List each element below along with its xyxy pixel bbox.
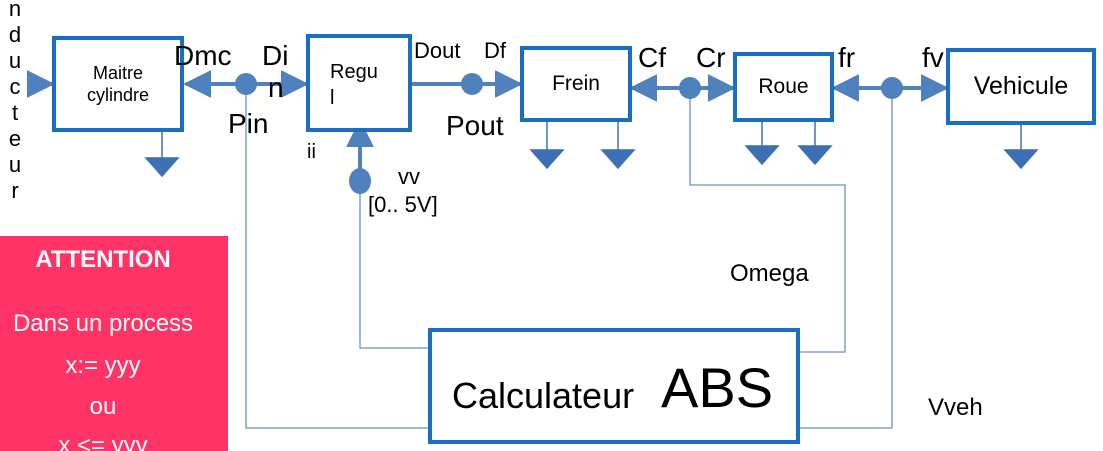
vehicule-label: Vehicule [973,72,1069,100]
attention-callout: ATTENTION Dans un process x:= yyy ou x <… [0,236,228,451]
fv-label: fv [922,42,944,73]
fv-node [881,77,903,99]
roue-label: Roue [758,75,809,98]
vveh-feedback-wire [760,88,893,429]
abs-label: ABS [661,356,774,419]
vertical-letter: d [8,22,22,47]
fr-label: fr [838,42,856,73]
regul-label-line1: Regu [330,61,378,83]
vertical-letter: t [11,100,19,125]
pin-label: Pin [228,108,269,139]
vertical-letter: u [8,152,22,177]
pin-feedback-wire [245,84,460,429]
regul-block [306,34,412,132]
omega-label: Omega [730,260,809,287]
frein-label: Frein [552,72,600,95]
maitre-label-line1: Maitre [92,63,143,83]
attention-heading: ATTENTION [35,246,171,273]
vehicule-block [946,48,1096,125]
vv-command-wire [359,182,460,349]
regul-label-line2: l [330,87,335,109]
ground-icon [744,122,780,166]
vv-node [349,168,371,194]
frein-block [520,46,632,122]
ground-icon [1003,124,1039,170]
ground-icon [600,122,636,170]
calculateur-label: Calculateur [452,375,635,416]
omega-feedback-wire [689,88,846,353]
dout-label: Dout [414,38,461,63]
din-label-bottom: n [268,72,284,103]
maitre-cylindre-label: Maitre cylindre [54,38,182,130]
ground-icon [144,130,180,178]
pin-node [235,73,257,95]
cf-label: Cf [638,42,666,73]
cr-node [679,77,701,99]
pout-node [461,73,483,95]
vveh-label: Vveh [928,394,983,421]
vertical-letter: r [11,178,19,203]
ground-icon [797,122,833,166]
df-label: Df [484,38,506,63]
maitre-label-line2: cylindre [86,85,150,105]
ground-icon [529,122,565,170]
vertical-letter: n [8,0,22,21]
din-label-top: Di [262,40,289,71]
attention-line3: ou [89,393,117,420]
calculateur-abs-block [428,328,800,444]
roue-block [733,52,834,122]
vertical-letter: c [9,74,21,99]
vv-label: vv [398,164,420,189]
attention-line2: x:= yyy [65,352,141,379]
dmc-label: Dmc [174,40,232,71]
vertical-letter: u [8,48,22,73]
pout-label: Pout [446,110,504,141]
maitre-cylindre-block [52,36,184,132]
cr-label: Cr [696,42,726,73]
ii-label: ii [307,141,316,163]
attention-line4: x <= yyy [58,432,148,451]
vv-range-label: [0.. 5V] [368,192,438,217]
attention-line1: Dans un process [12,310,194,337]
vertical-letter: e [8,126,22,151]
